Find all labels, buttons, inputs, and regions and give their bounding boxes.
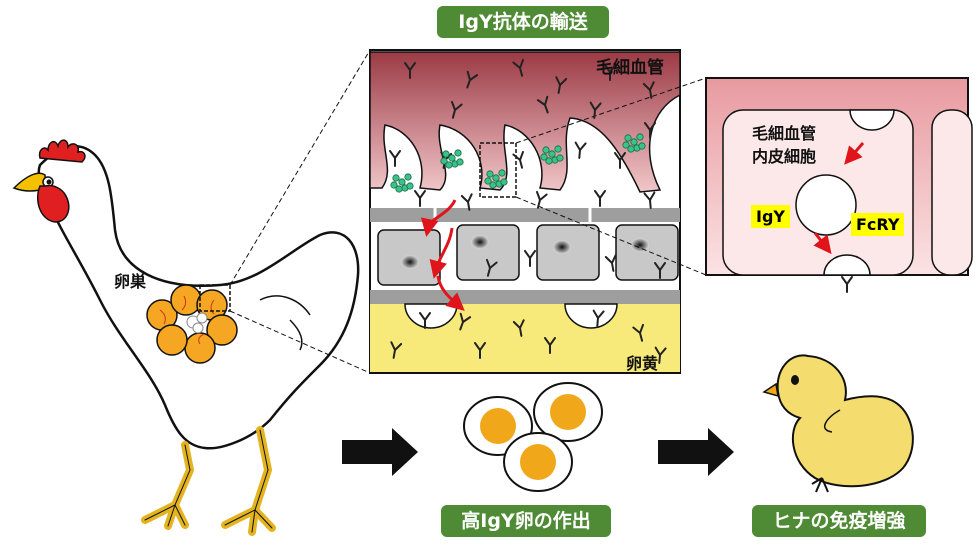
cross-section-panel bbox=[369, 49, 681, 374]
endothelial-zoom-box bbox=[479, 142, 517, 198]
ovary-zoom-box bbox=[199, 284, 231, 312]
chick-badge: ヒナの免疫増強 bbox=[752, 505, 926, 537]
endothelial-inset bbox=[705, 77, 973, 276]
zoom-line-top bbox=[229, 49, 371, 286]
ovary-label: 卵巣 bbox=[114, 272, 147, 291]
fcry-cluster bbox=[540, 145, 564, 165]
ovary-icon bbox=[146, 284, 238, 364]
fcry-cluster bbox=[622, 133, 646, 153]
zoom-line-bottom bbox=[229, 310, 371, 374]
capillary-label: 毛細血管 bbox=[596, 58, 664, 78]
fcry-cluster bbox=[390, 173, 414, 193]
igy-label: IgY bbox=[751, 205, 790, 228]
fcry-label: FcRY bbox=[851, 213, 905, 236]
yolk-label: 卵黄 bbox=[626, 354, 659, 373]
title-badge: IgY抗体の輸送 bbox=[437, 6, 609, 38]
endothelial-label-line2: 内皮細胞 bbox=[752, 147, 817, 166]
fcry-cluster bbox=[440, 149, 464, 169]
arrow-right-icon bbox=[658, 428, 734, 476]
antibody-icon bbox=[841, 276, 853, 293]
chick-illustration bbox=[762, 354, 914, 493]
eggs-illustration bbox=[463, 382, 603, 492]
endothelial-label-line1: 毛細血管 bbox=[752, 124, 817, 143]
eggs-badge: 高IgY卵の作出 bbox=[441, 505, 611, 537]
fcry-cluster bbox=[484, 169, 508, 189]
arrow-right-icon bbox=[342, 428, 418, 476]
